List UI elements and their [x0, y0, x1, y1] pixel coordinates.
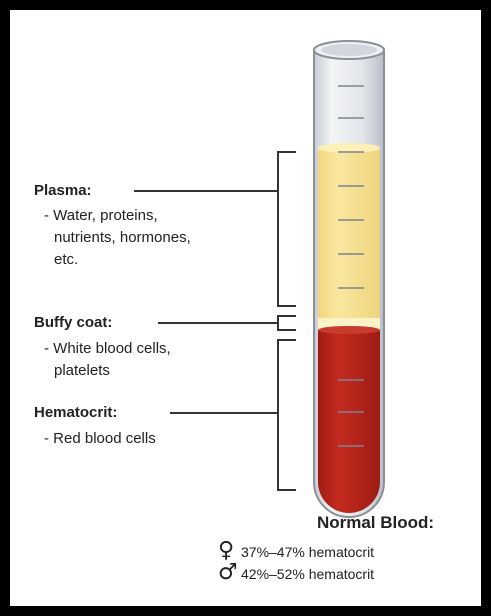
hematocrit-bracket	[278, 340, 296, 490]
plasma-title: Plasma:	[34, 182, 92, 199]
plasma-desc-line-2: nutrients, hormones,	[44, 227, 191, 249]
plasma-bracket	[278, 152, 296, 306]
male-hematocrit-range: 42%–52% hematocrit	[241, 566, 374, 582]
hematocrit-description: - Red blood cells	[44, 428, 156, 450]
plasma-layer	[314, 148, 384, 318]
plasma-desc-line-3: etc.	[44, 249, 191, 271]
red-cells-layer	[314, 330, 384, 520]
hematocrit-desc-line-1: - Red blood cells	[44, 428, 156, 450]
buffy-coat-description: - White blood cells, platelets	[44, 338, 171, 382]
buffy-coat-bracket	[278, 316, 296, 330]
plasma-description: - Water, proteins, nutrients, hormones, …	[44, 205, 191, 271]
hematocrit-title: Hematocrit:	[34, 404, 117, 421]
normal-blood-title: Normal Blood:	[0, 513, 491, 533]
buffy-coat-desc-line-2: platelets	[44, 360, 171, 382]
female-hematocrit-range: 37%–47% hematocrit	[241, 544, 374, 560]
buffy-coat-title: Buffy coat:	[34, 314, 112, 331]
buffy-coat-desc-line-1: - White blood cells,	[44, 338, 171, 360]
male-symbol-icon: ♂	[218, 560, 238, 585]
plasma-desc-line-1: - Water, proteins,	[44, 205, 191, 227]
